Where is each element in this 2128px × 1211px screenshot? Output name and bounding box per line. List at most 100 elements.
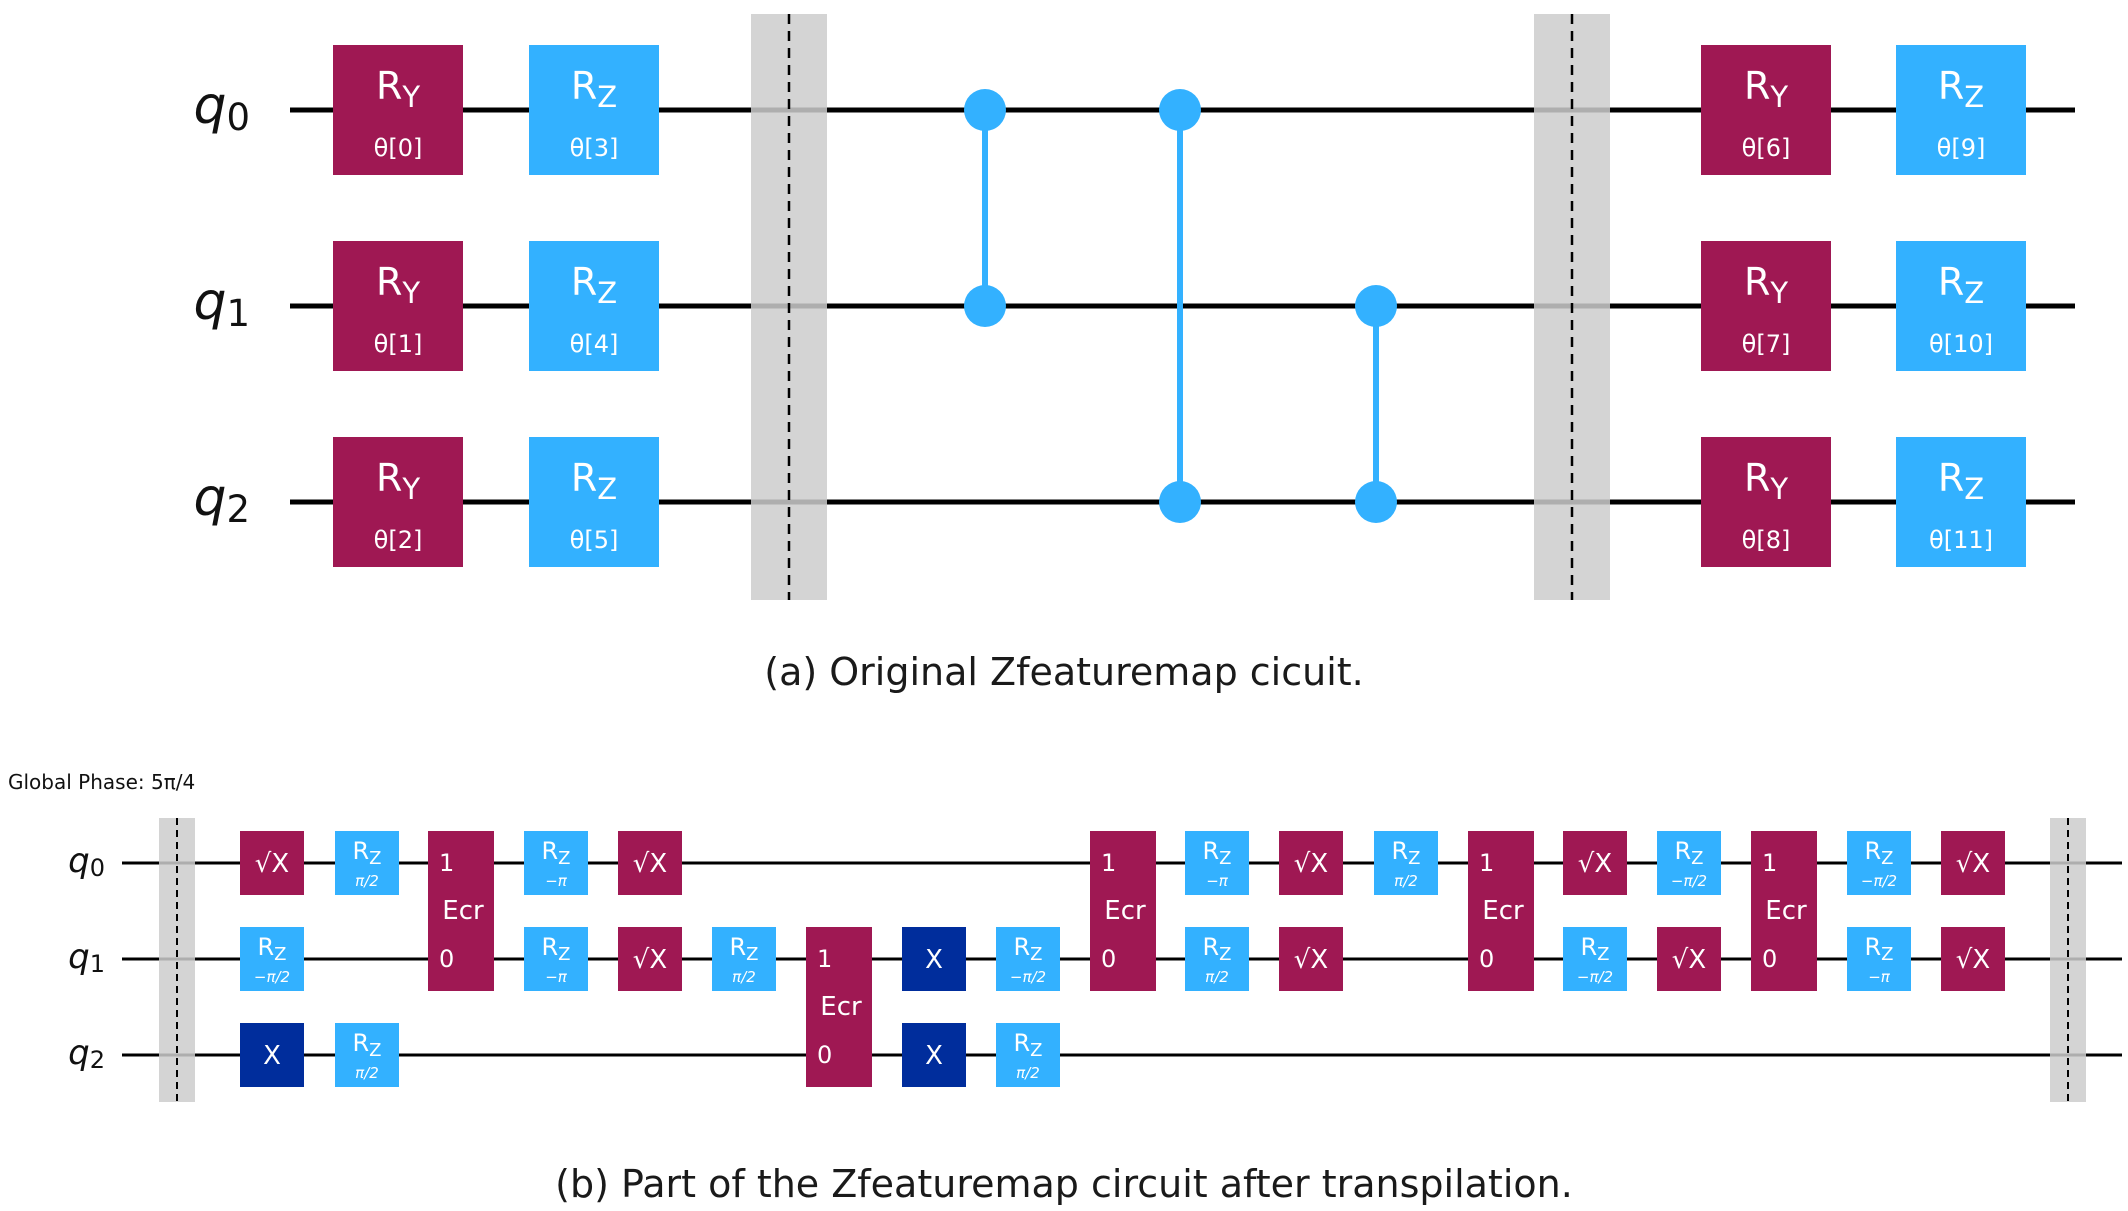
ecr-port-label: 1 [817, 945, 832, 973]
sx-gate [1279, 831, 1343, 895]
rz-gate [1847, 927, 1911, 991]
sx-gate-label: √X [1578, 849, 1612, 879]
ecr-port-label: 1 [1101, 849, 1116, 877]
rz-gate [1896, 241, 2026, 371]
rz-gate-param: π/2 [355, 872, 379, 890]
rz-gate-label: RZ [1391, 837, 1420, 869]
rz-gate-param: −π [1206, 872, 1229, 890]
rz-gate-param: θ[4] [570, 330, 619, 358]
ecr-port-label: 0 [439, 945, 454, 973]
sx-gate [618, 927, 682, 991]
barrier [2050, 818, 2086, 1102]
ecr-port-label: 0 [1101, 945, 1116, 973]
sx-gate-label: √X [255, 849, 289, 879]
rz-gate [1657, 831, 1721, 895]
ecr-gate [1468, 831, 1534, 991]
ry-gate [333, 437, 463, 567]
ry-gate-param: θ[2] [374, 526, 423, 554]
ecr-port-label: 1 [1479, 849, 1494, 877]
ry-gate-label: RY [376, 64, 420, 114]
cz-control-dot [1355, 481, 1397, 523]
x-gate [240, 1023, 304, 1087]
rz-gate [1563, 927, 1627, 991]
ecr-port-label: 1 [439, 849, 454, 877]
ecr-gate-label: Ecr [442, 896, 484, 926]
sx-gate [1941, 831, 2005, 895]
caption-a: (a) Original Zfeaturemap cicuit. [764, 650, 1364, 694]
rz-gate-param: θ[11] [1929, 526, 1993, 554]
ry-gate-param: θ[7] [1742, 330, 1791, 358]
caption-b: (b) Part of the Zfeaturemap circuit afte… [555, 1162, 1573, 1206]
ecr-gate [428, 831, 494, 991]
sx-gate [1279, 927, 1343, 991]
ry-gate-param: θ[1] [374, 330, 423, 358]
ry-gate [333, 241, 463, 371]
rz-gate [335, 831, 399, 895]
rz-gate-param: −π/2 [1861, 872, 1897, 890]
rz-gate-param: π/2 [732, 968, 756, 986]
x-gate-label: X [263, 1041, 281, 1071]
qubit-label-q2: q2 [193, 468, 250, 531]
sx-gate-label: √X [633, 945, 667, 975]
rz-gate-label: RZ [1202, 933, 1231, 965]
rz-gate-param: −π/2 [1577, 968, 1613, 986]
rz-gate [529, 45, 659, 175]
qubit-label-q0: q0 [193, 76, 250, 139]
rz-gate [1896, 45, 2026, 175]
ry-gate-param: θ[8] [1742, 526, 1791, 554]
ecr-port-label: 0 [1479, 945, 1494, 973]
sx-gate [240, 831, 304, 895]
sx-gate [618, 831, 682, 895]
rz-gate-param: θ[10] [1929, 330, 1993, 358]
rz-gate [1185, 927, 1249, 991]
qubit-label-q1: q1 [193, 272, 250, 335]
x-gate [902, 927, 966, 991]
rz-gate-param: −π/2 [254, 968, 290, 986]
rz-gate-param: −π/2 [1671, 872, 1707, 890]
rz-gate-param: θ[5] [570, 526, 619, 554]
rz-gate-param: θ[9] [1937, 134, 1986, 162]
x-gate [902, 1023, 966, 1087]
rz-gate-param: −π/2 [1010, 968, 1046, 986]
ry-gate [333, 45, 463, 175]
rz-gate [712, 927, 776, 991]
rz-gate [335, 1023, 399, 1087]
rz-gate [529, 437, 659, 567]
rz-gate [1185, 831, 1249, 895]
rz-gate [524, 831, 588, 895]
ry-gate [1701, 45, 1831, 175]
rz-gate-param: π/2 [1205, 968, 1229, 986]
cz-control-dot [1159, 89, 1201, 131]
ecr-port-label: 1 [1762, 849, 1777, 877]
x-gate-label: X [925, 1041, 943, 1071]
cz-control-dot [964, 285, 1006, 327]
rz-gate-param: −π [545, 968, 568, 986]
sx-gate-label: √X [1294, 849, 1328, 879]
cz-control-dot [1355, 285, 1397, 327]
circuit-b: q0q1q2√XRZ−π/2XRZπ/2RZπ/2Ecr10RZ−πRZ−π√X… [68, 818, 2122, 1102]
rz-gate-param: π/2 [355, 1064, 379, 1082]
ecr-gate [1090, 831, 1156, 991]
sx-gate-label: √X [1672, 945, 1706, 975]
sx-gate [1941, 927, 2005, 991]
qubit-label-q1: q1 [68, 937, 105, 978]
rz-gate-param: π/2 [1016, 1064, 1040, 1082]
rz-gate-param: θ[3] [570, 134, 619, 162]
ecr-gate-label: Ecr [1104, 896, 1146, 926]
rz-gate [529, 241, 659, 371]
ry-gate-param: θ[0] [374, 134, 423, 162]
qubit-label-q2: q2 [68, 1033, 105, 1074]
ry-gate [1701, 241, 1831, 371]
circuit-a: q0q1q2RYθ[0]RYθ[1]RYθ[2]RZθ[3]RZθ[4]RZθ[… [193, 14, 2075, 600]
sx-gate-label: √X [633, 849, 667, 879]
rz-gate [524, 927, 588, 991]
rz-gate [1847, 831, 1911, 895]
qubit-label-q0: q0 [68, 841, 105, 882]
rz-gate [996, 927, 1060, 991]
ecr-gate-label: Ecr [820, 992, 862, 1022]
ry-gate [1701, 437, 1831, 567]
sx-gate [1657, 927, 1721, 991]
rz-gate-param: −π [1868, 968, 1891, 986]
cz-control-dot [964, 89, 1006, 131]
